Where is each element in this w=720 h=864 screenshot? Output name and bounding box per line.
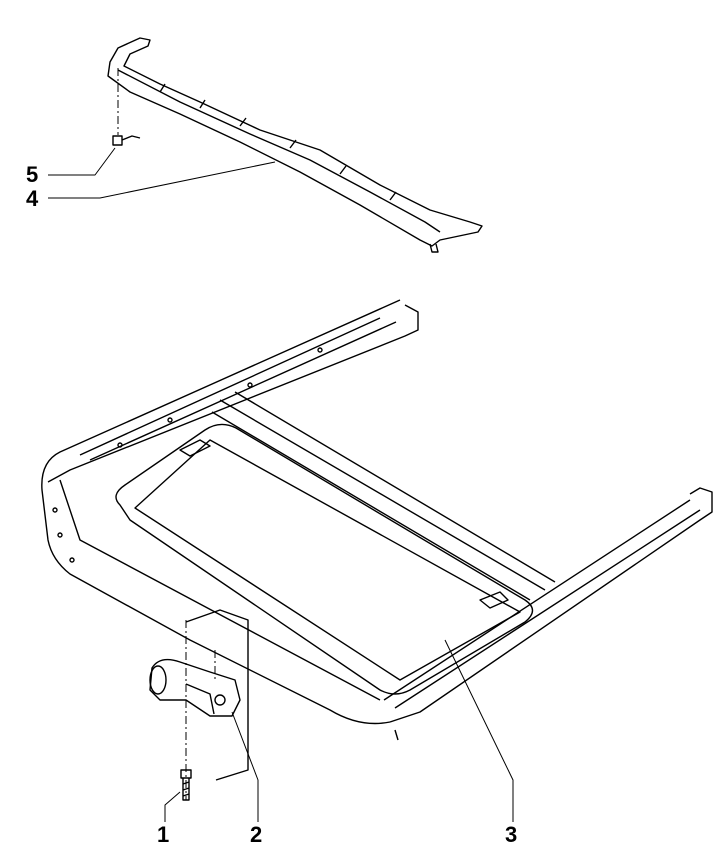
- motor-part-2: [149, 609, 249, 800]
- callout-3: 3: [505, 822, 518, 847]
- callout-1: 1: [157, 822, 170, 847]
- callout-4: 4: [26, 186, 39, 211]
- leader-lines: [48, 147, 514, 822]
- frame-part-3: [41, 299, 713, 741]
- callout-5: 5: [26, 162, 39, 187]
- clip-part-5: [112, 68, 141, 146]
- rail-part-4: [107, 37, 483, 253]
- bolt-part-1: [180, 769, 192, 801]
- callout-2: 2: [250, 822, 263, 847]
